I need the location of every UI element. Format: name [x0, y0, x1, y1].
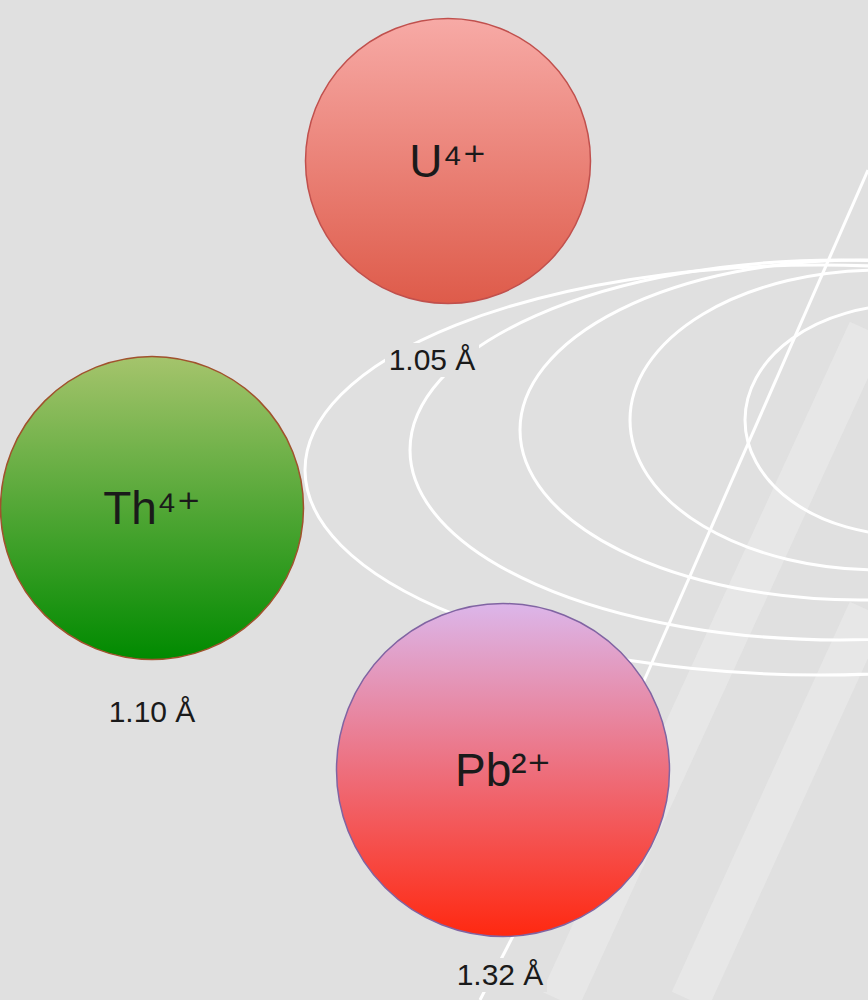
ion-circle: U⁴⁺ [304, 17, 592, 305]
ion-circle: Th⁴⁺ [0, 355, 305, 661]
ion-circle: Pb²⁺ [335, 602, 671, 938]
ion-symbol: Pb²⁺ [455, 743, 551, 797]
ion-symbol: U⁴⁺ [409, 134, 486, 188]
radius-label: 1.32 Å [453, 958, 548, 992]
ion-symbol: Th⁴⁺ [103, 481, 201, 535]
radius-label: 1.05 Å [385, 343, 480, 377]
radius-label: 1.10 Å [105, 695, 200, 729]
